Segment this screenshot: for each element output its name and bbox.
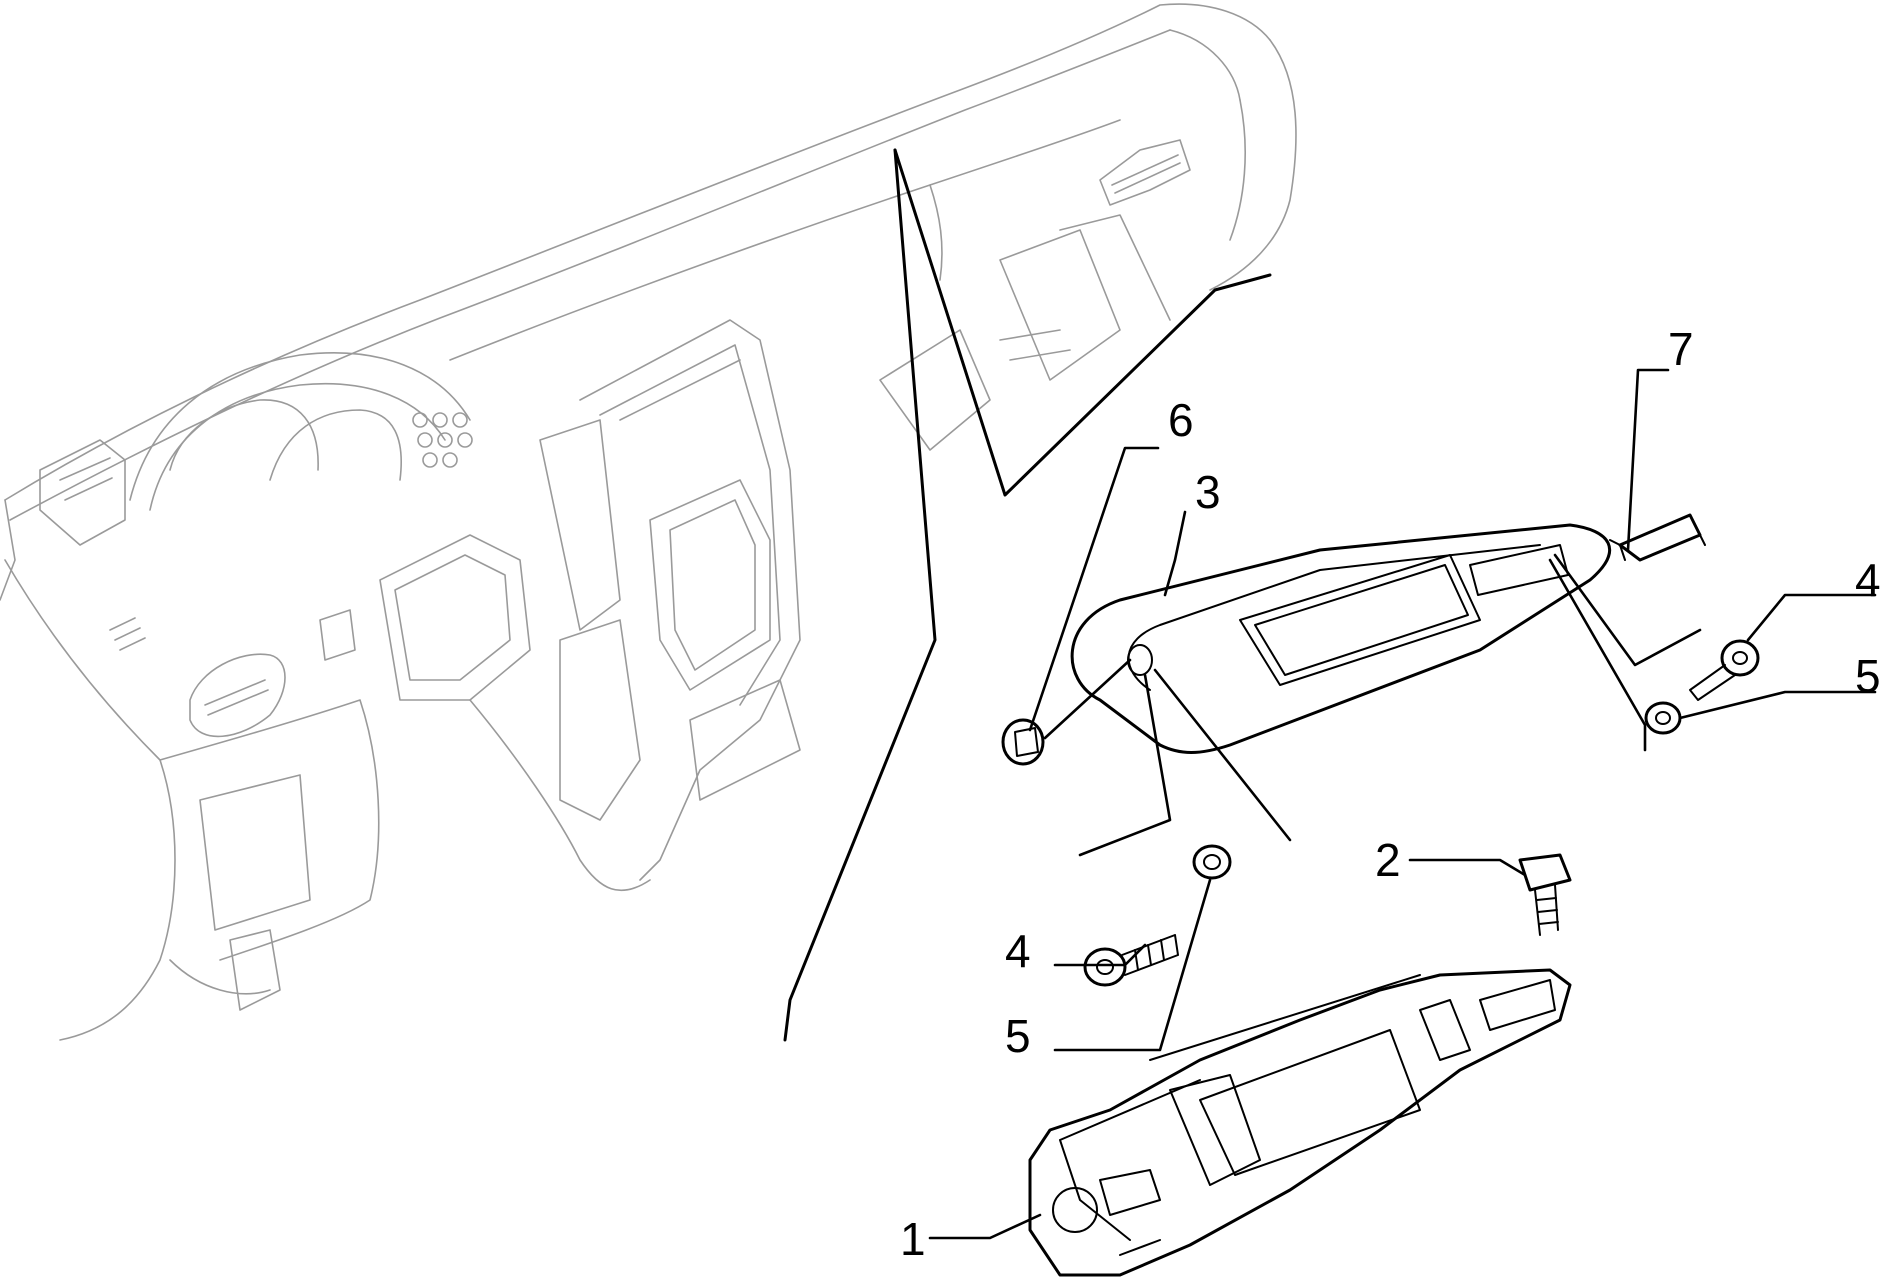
section-boundary-lines: [783, 148, 1272, 1042]
part-4-screw-right: [1689, 639, 1760, 701]
part-5-washer-left: [1192, 844, 1232, 880]
part-3-cluster-cover: [1070, 523, 1612, 754]
callout-6: 6: [1168, 394, 1194, 446]
callout-labels: 1 2 3 4 4 5 5 6 7: [900, 323, 1881, 1265]
leader-lines: [928, 368, 1877, 1240]
callout-3: 3: [1195, 466, 1221, 518]
part-1-instrument-cluster: [1028, 968, 1572, 1277]
callout-4-left: 4: [1005, 925, 1031, 977]
callout-4-right: 4: [1855, 554, 1881, 606]
dashboard-illustration: [0, 3, 1297, 1041]
callout-2: 2: [1375, 834, 1401, 886]
part-6-plug: [1001, 718, 1045, 766]
part-7-clip: [1609, 513, 1706, 562]
part-5-washer-right: [1644, 701, 1682, 735]
part-2-screw: [1518, 853, 1572, 936]
callout-7: 7: [1668, 323, 1694, 375]
callout-5-right: 5: [1855, 650, 1881, 702]
callout-5-left: 5: [1005, 1010, 1031, 1062]
callout-1: 1: [900, 1213, 926, 1265]
